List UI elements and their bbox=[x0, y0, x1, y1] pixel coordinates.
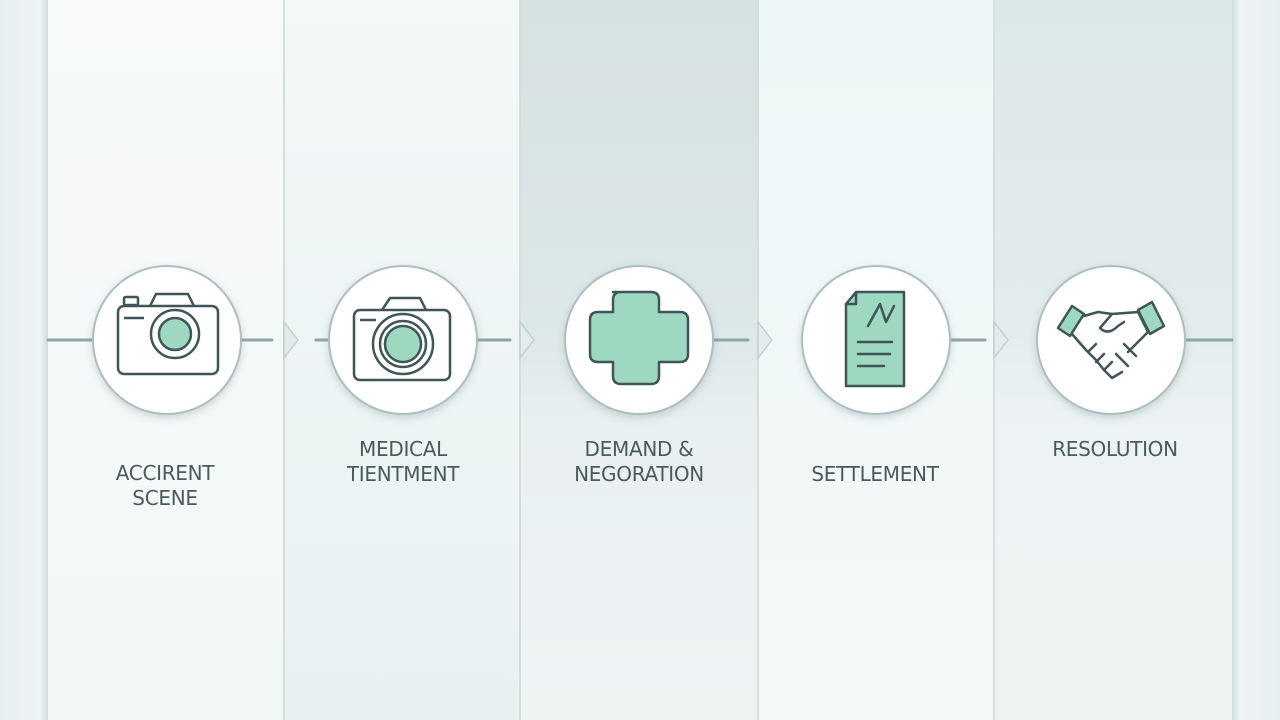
panel-divider bbox=[519, 0, 521, 720]
step-label-line: DEMAND & bbox=[584, 437, 694, 461]
arrow-icon bbox=[993, 319, 1009, 361]
camera-icon bbox=[352, 296, 452, 382]
step-label-line: TIENTMENT bbox=[346, 462, 460, 486]
panel-divider bbox=[757, 0, 759, 720]
document-icon bbox=[844, 290, 906, 388]
step-label-medical-treatment: MEDICAL TIENTMENT bbox=[293, 437, 513, 487]
panel-divider bbox=[993, 0, 995, 720]
handshake-icon bbox=[1056, 300, 1166, 380]
arrow-icon bbox=[757, 319, 773, 361]
step-label-resolution: RESOLUTION bbox=[1005, 437, 1225, 462]
step-label-line: MEDICAL bbox=[359, 437, 447, 461]
connector-arrows bbox=[283, 319, 1009, 361]
panel-divider bbox=[283, 0, 285, 720]
step-circle-resolution bbox=[1036, 265, 1186, 415]
step-label-line: ACCIRENT bbox=[115, 461, 215, 485]
step-label-settlement: SETTLEMENT bbox=[765, 462, 985, 487]
step-label-demand-negotiation: DEMAND & NEGORATION bbox=[529, 437, 749, 487]
frame-shadow-right bbox=[1232, 0, 1240, 720]
step-label-line: RESOLUTION bbox=[1052, 437, 1178, 461]
frame-shadow-left bbox=[40, 0, 48, 720]
medical-cross-icon bbox=[588, 290, 690, 386]
arrow-icon bbox=[283, 319, 299, 361]
step-label-line: NEGORATION bbox=[574, 462, 704, 486]
step-label-line: SETTLEMENT bbox=[811, 462, 939, 486]
camera-icon bbox=[116, 292, 220, 376]
arrow-icon bbox=[519, 319, 535, 361]
step-label-accident-scene: ACCIRENT SCENE bbox=[55, 461, 275, 511]
step-label-line: SCENE bbox=[132, 486, 198, 510]
